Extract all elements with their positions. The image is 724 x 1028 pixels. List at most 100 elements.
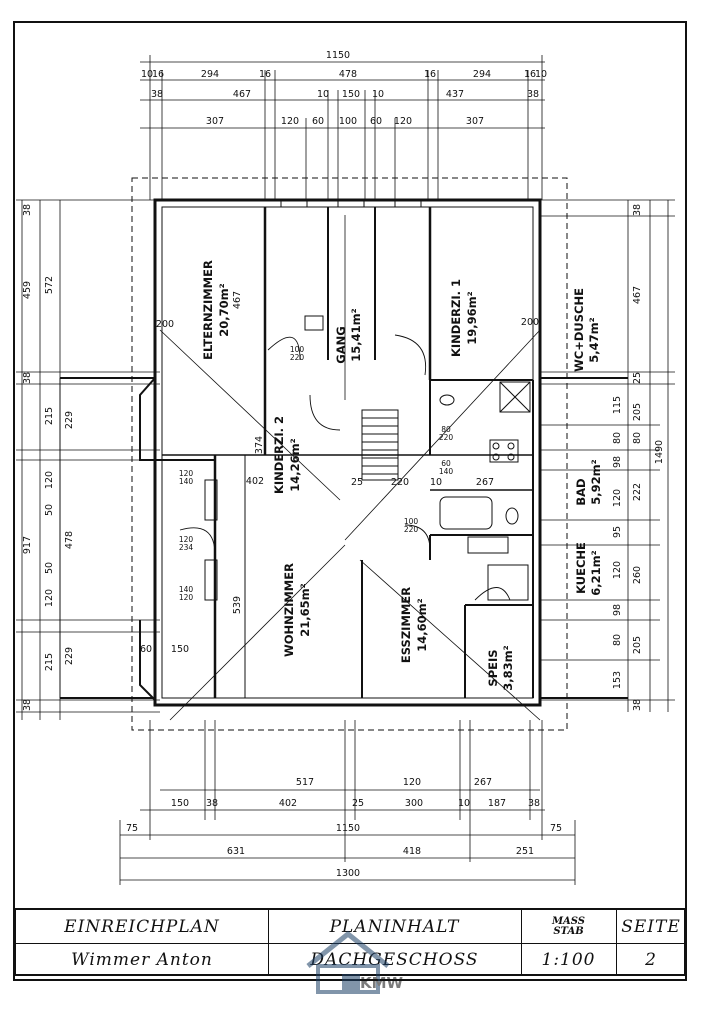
left-dimension-labels: 459 917 38 572 38 215 229 120 50 478 50 … — [22, 204, 75, 711]
dim-right-260: 260 — [632, 566, 643, 584]
dim-top3-1: 307 — [206, 116, 224, 127]
area-gang: 15,41m² — [349, 308, 363, 361]
area-kueche: 6,21m² — [589, 550, 603, 595]
planinhalt-label: PLANINHALT — [329, 916, 460, 937]
bottom-dimension-labels: 517 120 267 150 38 402 25 300 10 187 38 … — [126, 777, 562, 879]
dim-left-50a: 50 — [44, 504, 55, 516]
dim-right-98b: 98 — [612, 604, 623, 616]
inner-dim-60: 60 — [140, 644, 152, 655]
room-kinderzi1: KINDERZI. 1 — [449, 279, 463, 357]
inner-dim-539: 539 — [232, 596, 243, 614]
dim-bottom-267: 267 — [474, 777, 492, 788]
dim-left-917: 917 — [22, 536, 33, 554]
inner-dim-467: 467 — [232, 291, 243, 309]
scale-value: 1:100 — [541, 949, 596, 970]
area-wohnzimmer: 21,65m² — [298, 583, 312, 636]
dim-right-38b: 38 — [632, 699, 643, 711]
dim-bottom-251: 251 — [516, 846, 534, 857]
dim-left-38a: 38 — [22, 204, 33, 216]
room-elternzimmer: ELTERNZIMMER — [201, 260, 215, 360]
title-block-col-divider-1 — [268, 910, 269, 974]
bottom-dimension-lines — [119, 720, 576, 885]
opening-120-140: 120 — [179, 469, 194, 478]
dim-bottom-517: 517 — [296, 777, 314, 788]
inner-dim-200a: 200 — [156, 319, 174, 330]
dim-right-467: 467 — [632, 286, 643, 304]
dim-top3-4: 100 — [339, 116, 357, 127]
dim-top-7: 294 — [473, 69, 491, 80]
massstab-label-line1: MASS — [551, 915, 586, 927]
massstab-label-line2: STAB — [553, 925, 584, 937]
dim-right-80b: 80 — [632, 432, 643, 444]
dim-bottom-10: 10 — [458, 798, 470, 809]
dim-right-205a: 205 — [632, 403, 643, 421]
seite-label: SEITE — [621, 916, 681, 937]
area-speis: 3,83m² — [501, 645, 515, 690]
massstab-label: MASS STAB — [521, 910, 616, 943]
dim-top-2: 16 — [152, 69, 164, 80]
room-speis: SPEIS — [486, 649, 500, 686]
dim-top-4: 16 — [259, 69, 271, 80]
kmw-logo: KMW — [306, 930, 404, 994]
opening-140-120-b: 120 — [179, 593, 194, 602]
dim-bottom-300: 300 — [405, 798, 423, 809]
dim-left-229b: 229 — [64, 647, 75, 665]
opening-140-120: 140 — [179, 585, 194, 594]
dim-top2-4: 150 — [342, 89, 360, 100]
dim-right-25: 25 — [632, 372, 643, 384]
room-labels: ELTERNZIMMER 20,70m² GANG 15,41m² KINDER… — [201, 260, 603, 691]
left-dimension-lines — [16, 199, 160, 720]
dim-top3-6: 120 — [394, 116, 412, 127]
page-number: 2 — [645, 949, 657, 970]
dim-top3-5: 60 — [370, 116, 382, 127]
dim-right-1490: 1490 — [654, 440, 665, 464]
opening-120-140-b: 140 — [179, 477, 194, 486]
area-kinderzi2: 14,26m² — [288, 438, 302, 491]
dim-right-153: 153 — [612, 671, 623, 689]
area-elternzimmer: 20,70m² — [217, 283, 231, 336]
opening-100-220a-b: 220 — [290, 353, 305, 362]
opening-100-220a: 100 — [290, 345, 305, 354]
dim-right-80a: 80 — [612, 432, 623, 444]
dim-top2-6: 437 — [446, 89, 464, 100]
opening-120-234-b: 234 — [179, 543, 194, 552]
opening-60-140-b: 140 — [439, 467, 454, 476]
dim-left-215a: 215 — [44, 407, 55, 425]
inner-dim-220: 220 — [391, 477, 409, 488]
inner-dim-402: 402 — [246, 476, 264, 487]
dim-bottom-1150: 1150 — [336, 823, 360, 834]
dim-overall-bottom: 1300 — [336, 868, 360, 879]
dim-left-478: 478 — [64, 531, 75, 549]
dim-top3-3: 60 — [312, 116, 324, 127]
sanitary-fixtures — [304, 315, 531, 601]
opening-60-140: 60 — [441, 459, 451, 468]
owner-name: Wimmer Anton — [71, 949, 213, 970]
dim-top-8: 16 — [524, 69, 536, 80]
dim-right-120b: 120 — [612, 561, 623, 579]
dim-left-120a: 120 — [44, 471, 55, 489]
area-bad: 5,92m² — [589, 459, 603, 504]
dim-top2-3: 10 — [317, 89, 329, 100]
dim-bottom-150: 150 — [171, 798, 189, 809]
dim-right-205b: 205 — [632, 636, 643, 654]
dim-bottom-120: 120 — [403, 777, 421, 788]
dim-top-6: 16 — [424, 69, 436, 80]
title-block-col-divider-2 — [521, 910, 522, 974]
room-esszimmer: ESSZIMMER — [399, 587, 413, 663]
room-bad: BAD — [574, 478, 588, 505]
dim-left-215b: 215 — [44, 653, 55, 671]
top-dimension-labels: 1150 10 16 294 16 478 16 294 16 10 38 46… — [141, 50, 547, 127]
right-dimension-labels: 38 467 25 115 205 80 80 98 1490 222 120 … — [612, 204, 665, 711]
title-block-col-divider-3 — [616, 910, 617, 974]
einreichplan-label: EINREICHPLAN — [64, 916, 220, 937]
inner-dim-267: 267 — [476, 477, 494, 488]
inner-dim-374: 374 — [254, 436, 265, 454]
dim-bottom-38b: 38 — [528, 798, 540, 809]
roof-valley-lines — [159, 215, 541, 721]
staircase — [361, 409, 399, 481]
dim-bottom-418: 418 — [403, 846, 421, 857]
dim-left-572: 572 — [44, 276, 55, 294]
dim-right-80c: 80 — [612, 634, 623, 646]
